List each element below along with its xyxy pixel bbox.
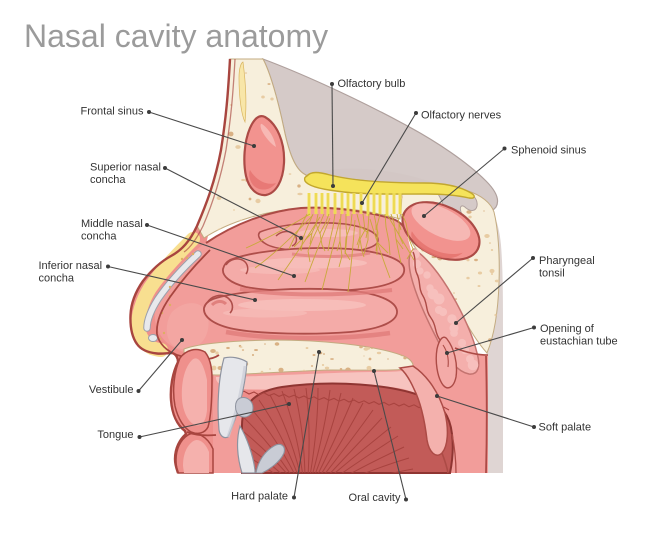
svg-text:concha: concha bbox=[81, 231, 117, 243]
svg-text:Oral cavity: Oral cavity bbox=[349, 492, 401, 504]
svg-text:Nasal cavity anatomy: Nasal cavity anatomy bbox=[24, 18, 328, 54]
svg-text:Sphenoid sinus: Sphenoid sinus bbox=[511, 145, 587, 157]
svg-text:Inferior nasal: Inferior nasal bbox=[39, 260, 103, 272]
svg-text:Vestibule: Vestibule bbox=[89, 384, 134, 396]
svg-text:Superior nasal: Superior nasal bbox=[90, 162, 161, 174]
svg-text:Frontal sinus: Frontal sinus bbox=[81, 106, 144, 118]
svg-text:Tongue: Tongue bbox=[97, 429, 133, 441]
svg-text:Middle nasal: Middle nasal bbox=[81, 218, 143, 230]
svg-text:Olfactory nerves: Olfactory nerves bbox=[421, 110, 502, 122]
svg-text:Hard palate: Hard palate bbox=[231, 491, 288, 503]
svg-text:eustachian tube: eustachian tube bbox=[540, 336, 618, 348]
svg-text:Pharyngeal: Pharyngeal bbox=[539, 255, 595, 267]
svg-text:concha: concha bbox=[90, 174, 126, 186]
svg-text:Olfactory bulb: Olfactory bulb bbox=[338, 78, 406, 90]
svg-text:concha: concha bbox=[39, 273, 75, 285]
svg-text:Soft palate: Soft palate bbox=[539, 422, 592, 434]
svg-text:tonsil: tonsil bbox=[539, 268, 565, 280]
svg-text:Opening of: Opening of bbox=[540, 323, 595, 335]
